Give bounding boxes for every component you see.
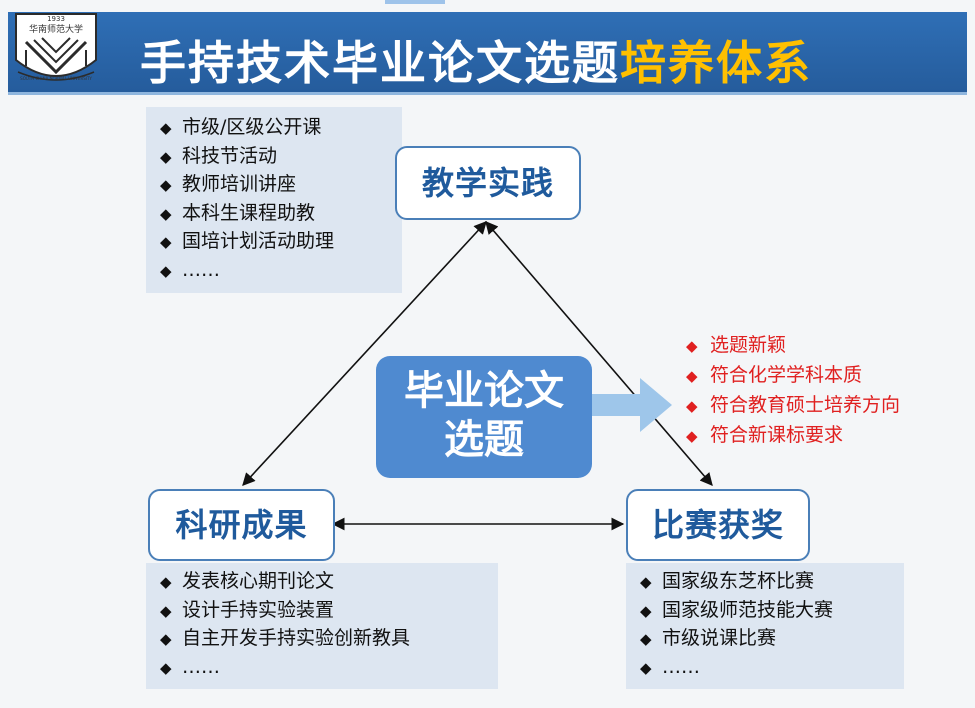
list-item: 设计手持实验装置 [160, 596, 498, 625]
center-line-1: 毕业论文 [404, 368, 564, 414]
center-line-2: 选题 [444, 417, 524, 463]
list-item: 本科生课程助教 [160, 199, 402, 228]
arrow-teaching-research [242, 221, 487, 486]
competition-awards-panel: 国家级东芝杯比赛 国家级师范技能大赛 市级说课比赛 …… [626, 563, 904, 689]
node-competition-awards: 比赛获奖 [626, 489, 810, 561]
list-item: 符合化学学科本质 [686, 360, 900, 390]
list-item: 科技节活动 [160, 142, 402, 171]
list-item: 符合新课标要求 [686, 420, 900, 450]
list-item: 符合教育硕士培养方向 [686, 390, 900, 420]
teaching-activities-panel: 市级/区级公开课 科技节活动 教师培训讲座 本科生课程助教 国培计划活动助理 …… [146, 107, 402, 293]
title-banner [8, 12, 967, 95]
list-item: 国家级师范技能大赛 [640, 596, 904, 625]
arrow-teaching-competition [485, 221, 713, 486]
list-item: 选题新颖 [686, 330, 900, 360]
svg-text:SOUTH CHINA NORMAL UNIVERSITY: SOUTH CHINA NORMAL UNIVERSITY [20, 76, 92, 81]
university-logo: 1933 华南师范大学 SOUTH CHINA NORMAL UNIVERSIT… [8, 10, 104, 90]
topic-criteria-list: 选题新颖 符合化学学科本质 符合教育硕士培养方向 符合新课标要求 [686, 330, 900, 450]
research-results-panel: 发表核心期刊论文 设计手持实验装置 自主开发手持实验创新教具 …… [146, 563, 498, 689]
list-item: 市级说课比赛 [640, 624, 904, 653]
node-research-results: 科研成果 [148, 489, 335, 561]
block-arrow-to-criteria [592, 378, 672, 432]
svg-text:华南师范大学: 华南师范大学 [29, 23, 83, 35]
list-item: 国培计划活动助理 [160, 227, 402, 256]
list-item: 市级/区级公开课 [160, 113, 402, 142]
page-title: 手持技术毕业论文选题培养体系 [140, 27, 812, 93]
list-item: 自主开发手持实验创新教具 [160, 624, 498, 653]
svg-text:1933: 1933 [47, 15, 65, 23]
list-item: 教师培训讲座 [160, 170, 402, 199]
title-main: 手持技术毕业论文选题 [140, 36, 620, 90]
node-teaching-practice: 教学实践 [395, 146, 581, 220]
list-item: 发表核心期刊论文 [160, 567, 498, 596]
center-thesis-topic: 毕业论文 选题 [376, 356, 592, 478]
list-item: …… [160, 653, 498, 682]
list-item: …… [160, 256, 402, 285]
list-item: 国家级东芝杯比赛 [640, 567, 904, 596]
title-highlight: 培养体系 [620, 36, 812, 90]
list-item: …… [640, 653, 904, 682]
top-accent-strip [385, 0, 445, 4]
